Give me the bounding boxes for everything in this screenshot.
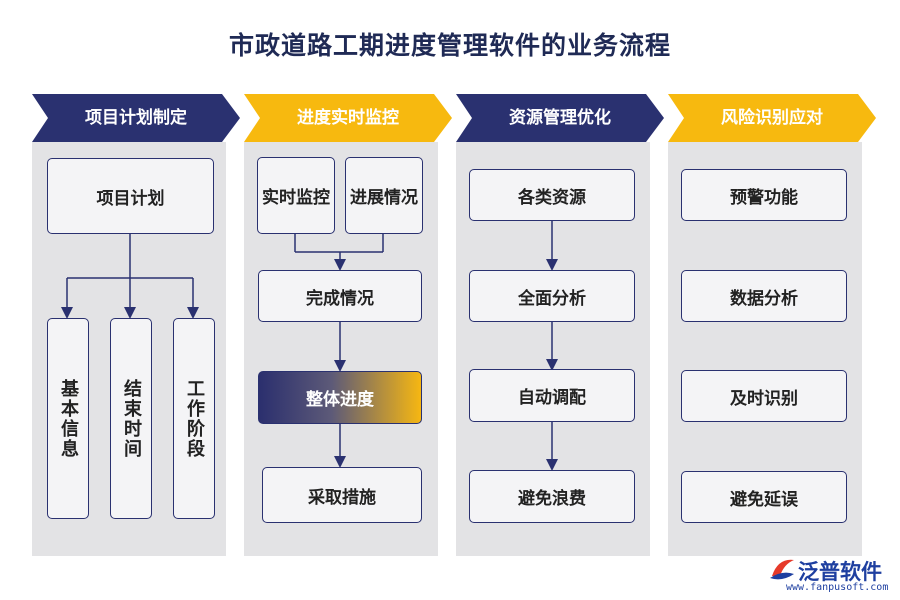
resource-step-3: 自动调配 bbox=[469, 369, 635, 422]
column-header-label: 风险识别应对 bbox=[721, 108, 823, 128]
column-header-1: 项目计划制定 bbox=[32, 94, 240, 142]
sub-item-label: 工作阶段 bbox=[184, 378, 205, 459]
fanpu-logo-icon bbox=[770, 559, 794, 580]
sub-item-label: 结束时间 bbox=[121, 378, 142, 459]
sub-item-label: 基本信息 bbox=[58, 378, 79, 459]
risk-step-2: 数据分析 bbox=[681, 270, 847, 322]
column-header-3: 资源管理优化 bbox=[456, 94, 664, 142]
project-plan-box: 项目计划 bbox=[47, 158, 214, 234]
progress-status-box: 进展情况 bbox=[345, 157, 423, 234]
sub-item-end-time: 结束时间 bbox=[110, 318, 152, 519]
resource-step-4: 避免浪费 bbox=[469, 470, 635, 523]
column-header-label: 资源管理优化 bbox=[509, 108, 611, 128]
column-header-4: 风险识别应对 bbox=[668, 94, 876, 142]
column-header-2: 进度实时监控 bbox=[244, 94, 452, 142]
completion-box: 完成情况 bbox=[258, 270, 422, 322]
risk-step-4: 避免延误 bbox=[681, 471, 847, 523]
page-title: 市政道路工期进度管理软件的业务流程 bbox=[228, 31, 671, 60]
logo-brand: 泛普软件 bbox=[798, 560, 882, 584]
resource-step-2: 全面分析 bbox=[469, 270, 635, 322]
column-header-label: 进度实时监控 bbox=[297, 108, 399, 128]
column-header-label: 项目计划制定 bbox=[85, 108, 187, 128]
sub-item-work-stage: 工作阶段 bbox=[173, 318, 215, 519]
logo-url: www.fanpusoft.com bbox=[786, 582, 889, 593]
risk-step-3: 及时识别 bbox=[681, 370, 847, 422]
resource-step-1: 各类资源 bbox=[469, 169, 635, 221]
take-measures-box: 采取措施 bbox=[262, 467, 422, 523]
risk-step-1: 预警功能 bbox=[681, 169, 847, 221]
fanpu-logo: 泛普软件 www.fanpusoft.com bbox=[766, 554, 896, 598]
realtime-monitor-box: 实时监控 bbox=[257, 157, 335, 234]
overall-progress-box: 整体进度 bbox=[258, 371, 422, 424]
sub-item-basic-info: 基本信息 bbox=[47, 318, 89, 519]
